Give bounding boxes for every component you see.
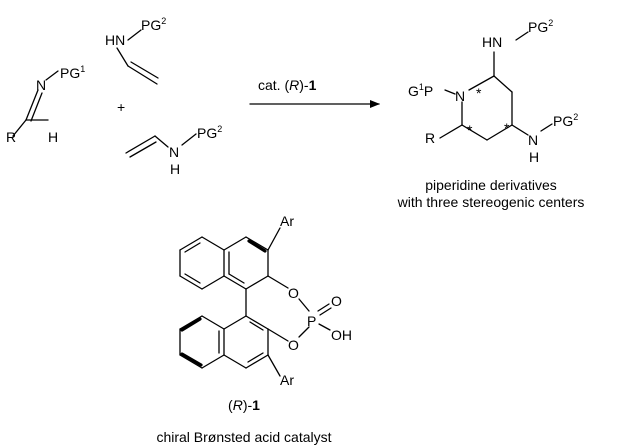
product-pg-right-label: PG2	[553, 112, 578, 129]
bond-ar-top	[267, 227, 281, 251]
bond-n-pg	[45, 70, 59, 81]
upper-left-inner-bond	[184, 273, 201, 284]
enamide-bottom-n-label: N	[169, 144, 179, 160]
enamide-top-pg-label: PG2	[141, 16, 166, 33]
bond-p-o-double-b	[319, 307, 332, 316]
bond-vinyl2-double-b	[129, 141, 157, 158]
binol-phosphoric-acid-catalyst: Ar Ar O P O O OH (R)-	[156, 213, 352, 445]
bond-vinyl2-double-a	[125, 135, 156, 154]
lower-ring-inner-bond	[247, 352, 264, 363]
ring-bond-c2-c3	[493, 75, 513, 93]
stereo-mark-c2: *	[476, 85, 482, 101]
upper-ring-bond	[223, 236, 247, 251]
lower-left-ring-bond	[179, 354, 203, 369]
bond-n-pg-right	[540, 123, 553, 132]
enamide-top-hn-label: HN	[105, 32, 125, 48]
lower-ring-bond	[223, 315, 247, 330]
catalyst-o-lower: O	[288, 337, 299, 353]
catalyst-o-double: O	[331, 293, 342, 309]
upper-left-ring-bond	[179, 236, 203, 251]
lower-ring-bond	[223, 354, 247, 369]
lower-ring-bond	[245, 354, 269, 369]
bond-c-o-upper	[267, 275, 289, 289]
bond-o-p-upper	[298, 298, 310, 312]
catalyst-oh-label: OH	[331, 327, 352, 343]
lower-ring-bond	[245, 315, 269, 330]
lower-left-ring-bond	[201, 354, 225, 369]
bond-o-c-lower	[267, 328, 289, 342]
bond-ch-n	[154, 135, 169, 148]
product-r-label: R	[425, 130, 435, 146]
upper-ring-bond	[245, 275, 269, 290]
enamide-bottom: N H PG2	[125, 124, 222, 177]
ring-bond-c5-c6	[461, 124, 488, 141]
enamide-bottom-pg-label: PG2	[197, 124, 222, 141]
lower-ring-inner-bond	[249, 321, 264, 331]
upper-ring-inner-bond	[228, 273, 245, 284]
bond-c6-r	[439, 124, 463, 139]
stereo-mark-c6: *	[467, 122, 473, 138]
product-ring-n-label: N	[455, 88, 465, 104]
bond-vinyl-double-b	[130, 61, 159, 79]
catalyst-caption: chiral Brønsted acid catalyst	[156, 429, 331, 445]
bond-n-ch	[116, 47, 129, 67]
piperidine-product: G1P N HN PG2 R N H PG2 * * * piperidine …	[397, 18, 585, 210]
ring-bond-n-c2	[468, 75, 495, 91]
upper-ring-bold-bond	[247, 239, 267, 253]
lower-left-bold-bond	[180, 352, 203, 367]
bond-p-o-lower	[298, 326, 310, 338]
product-pg-top-label: PG2	[528, 18, 553, 35]
product-nh-h-label: H	[529, 149, 539, 165]
product-caption-line2: with three stereogenic centers	[397, 194, 585, 210]
catalyst-ar-top: Ar	[280, 213, 294, 229]
enamide-bottom-h-label: H	[170, 161, 180, 177]
product-g1p-label: G1P	[408, 82, 433, 99]
bond-c-n-double-a	[25, 89, 39, 121]
bond-ar-bottom	[267, 354, 281, 377]
catalyst-o-upper: O	[288, 285, 299, 301]
upper-left-ring-bond	[201, 275, 225, 290]
stereo-mark-c4: *	[504, 120, 510, 136]
upper-left-inner-bond	[184, 242, 201, 253]
upper-ring-bond	[245, 236, 269, 251]
catalyst-ar-bottom: Ar	[280, 372, 294, 388]
catalyst-label: (R)-1	[228, 397, 260, 413]
bond-c-n-double-b	[30, 92, 43, 122]
catalyst-p-label: P	[307, 313, 316, 329]
bond-p-n	[444, 89, 456, 95]
bond-nh-pg-top	[515, 31, 529, 41]
imine-pg-label: PG1	[60, 64, 85, 81]
bond-c4-n	[511, 124, 529, 136]
product-hn-top-label: HN	[482, 34, 502, 50]
bond-n-pg-bottom	[181, 133, 197, 146]
bond-p-o-double-a	[317, 303, 330, 312]
lower-left-bold-bond	[180, 317, 202, 332]
bond-vinyl-double-a	[127, 65, 158, 85]
ring-bond-c4-c5	[486, 124, 513, 141]
bond-p-oh	[318, 323, 331, 331]
imine-n-label: N	[36, 77, 46, 93]
upper-left-ring-bond	[201, 236, 225, 251]
upper-ring-bond	[223, 275, 247, 290]
plus-sign: +	[117, 99, 125, 115]
imine-reactant: R H N PG1	[6, 64, 85, 145]
imine-h-label: H	[48, 129, 58, 145]
bond-r-c	[12, 119, 27, 137]
arrow-condition: cat. (R)-1	[258, 77, 317, 93]
enamide-top: HN PG2	[105, 16, 166, 85]
reaction-arrow: cat. (R)-1	[249, 77, 380, 108]
lower-left-ring-bond	[201, 315, 225, 330]
upper-left-ring-bond	[179, 275, 203, 290]
imine-r-label: R	[6, 129, 16, 145]
product-nh-n-label: N	[528, 132, 538, 148]
bond-n-pg-top	[127, 29, 142, 41]
product-caption-line1: piperidine derivatives	[425, 177, 557, 193]
